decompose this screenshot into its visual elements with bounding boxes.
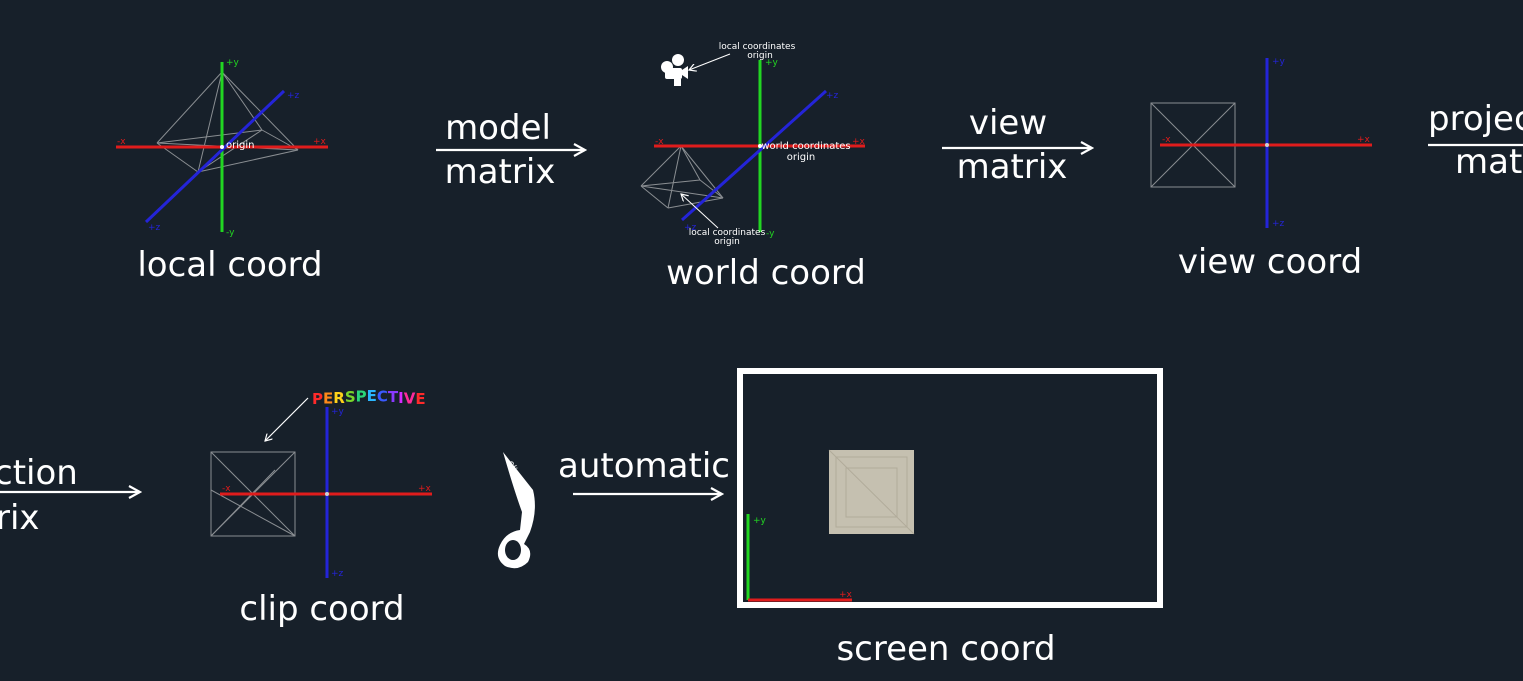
local-pos-y-label: +y: [226, 58, 240, 68]
view-pos-x-label: +x: [1357, 135, 1371, 145]
local-z-axis: [144, 89, 286, 224]
world-pos-z-label: +z: [826, 91, 839, 101]
local-coord-caption: local coord: [137, 245, 322, 285]
world-coord-stage: world coordinates origin +y -y +x -x +z …: [640, 42, 866, 293]
view-matrix-line1: view: [969, 103, 1047, 143]
world-coord-caption: world coord: [666, 253, 866, 293]
view-coord-stage: +y +z +x -x view coord: [1150, 57, 1372, 282]
world-neg-x-label: -x: [655, 137, 664, 147]
local-pos-x-label: +x: [313, 137, 327, 147]
automatic-transition: automatic: [558, 446, 730, 494]
perspective-letter: C: [377, 388, 388, 406]
model-matrix-line2: matrix: [445, 152, 556, 192]
model-matrix-transition: model matrix: [436, 108, 585, 192]
clip-coord-caption: clip coord: [239, 589, 404, 629]
world-pos-y-label: +y: [765, 58, 779, 68]
perspective-letter: I: [398, 389, 404, 407]
perspective-letter: V: [404, 389, 416, 407]
screen-frame: [737, 368, 1163, 608]
local-neg-x-label: -x: [117, 137, 126, 147]
clip-pos-x-label: +x: [418, 484, 432, 494]
perspective-letter: T: [388, 388, 399, 406]
local-origin-top-line1: local coordinates: [719, 42, 796, 52]
local-coord-stage: origin +y -y +x -x +z +z local coord: [116, 58, 328, 285]
perspective-letter: P: [356, 388, 367, 406]
local-origin-dot: [220, 145, 224, 149]
world-origin-label-line1: world coordinates: [761, 141, 850, 152]
perspective-letter: R: [333, 389, 345, 407]
view-matrix-line2: matrix: [957, 147, 1068, 187]
view-pos-y-label: +y: [1272, 57, 1286, 67]
view-neg-x-label: -x: [1162, 135, 1171, 145]
projection-matrix-transition-bottom: ction rix: [0, 453, 140, 538]
world-pyramid-wireframe: [640, 145, 724, 209]
perspective-letter: S: [345, 388, 356, 406]
clip-origin-dot: [325, 492, 329, 496]
projection-bottom-line2: rix: [0, 498, 40, 538]
world-origin-dot: [758, 144, 762, 148]
screen-pos-y-label: +y: [753, 516, 767, 526]
world-neg-z-label: +z: [684, 223, 697, 233]
projection-top-line1: projection: [1428, 99, 1523, 139]
world-neg-y-label: -y: [766, 229, 775, 239]
local-neg-z-label: +z: [148, 223, 161, 233]
perspective-letter: E: [323, 389, 333, 407]
projection-bottom-line1: ction: [0, 453, 78, 493]
perspective-letter: P: [312, 390, 323, 408]
local-pyramid-wireframe: [156, 71, 299, 173]
projection-top-line2: matrix: [1455, 142, 1523, 182]
clip-neg-x-label: -x: [222, 484, 231, 494]
local-origin-top-pointer: [689, 53, 731, 70]
local-origin-bottom-line1: local coordinates: [689, 228, 766, 238]
screen-coord-caption: screen coord: [836, 629, 1055, 669]
perspective-letter: E: [367, 387, 377, 405]
clip-neg-y-label: +z: [331, 569, 344, 579]
clip-coord-stage: +y +z +x -x PERSPECTIVE clip coord: [210, 387, 432, 629]
local-origin-top-line2: origin: [747, 51, 773, 61]
view-neg-y-label: +z: [1272, 219, 1285, 229]
world-origin-label-line2: origin: [787, 152, 815, 163]
perspective-label: PERSPECTIVE: [312, 387, 426, 408]
screen-coord-stage: +y +x screen coord: [737, 368, 1163, 669]
local-origin-bottom-line2: origin: [714, 237, 740, 247]
projection-matrix-transition-top: projection matrix: [1428, 99, 1523, 182]
local-neg-y-label: -y: [226, 228, 235, 238]
scissors-icon: clips stuff: [497, 452, 535, 569]
perspective-pointer: [265, 397, 309, 441]
local-origin-label: origin: [226, 140, 254, 151]
world-z-axis: [680, 89, 828, 222]
view-origin-dot: [1265, 143, 1269, 147]
clip-pos-y-label: +y: [331, 407, 345, 417]
local-origin-bottom-pointer: [681, 194, 719, 229]
model-matrix-line1: model: [445, 108, 551, 148]
view-matrix-transition: view matrix: [942, 103, 1092, 187]
world-pos-x-label: +x: [852, 137, 866, 147]
local-pos-z-label: +z: [287, 91, 300, 101]
perspective-letter: E: [415, 390, 425, 408]
screen-pos-x-label: +x: [839, 590, 853, 600]
view-coord-caption: view coord: [1178, 242, 1362, 282]
camera-icon: [661, 54, 688, 86]
automatic-label: automatic: [558, 446, 730, 486]
